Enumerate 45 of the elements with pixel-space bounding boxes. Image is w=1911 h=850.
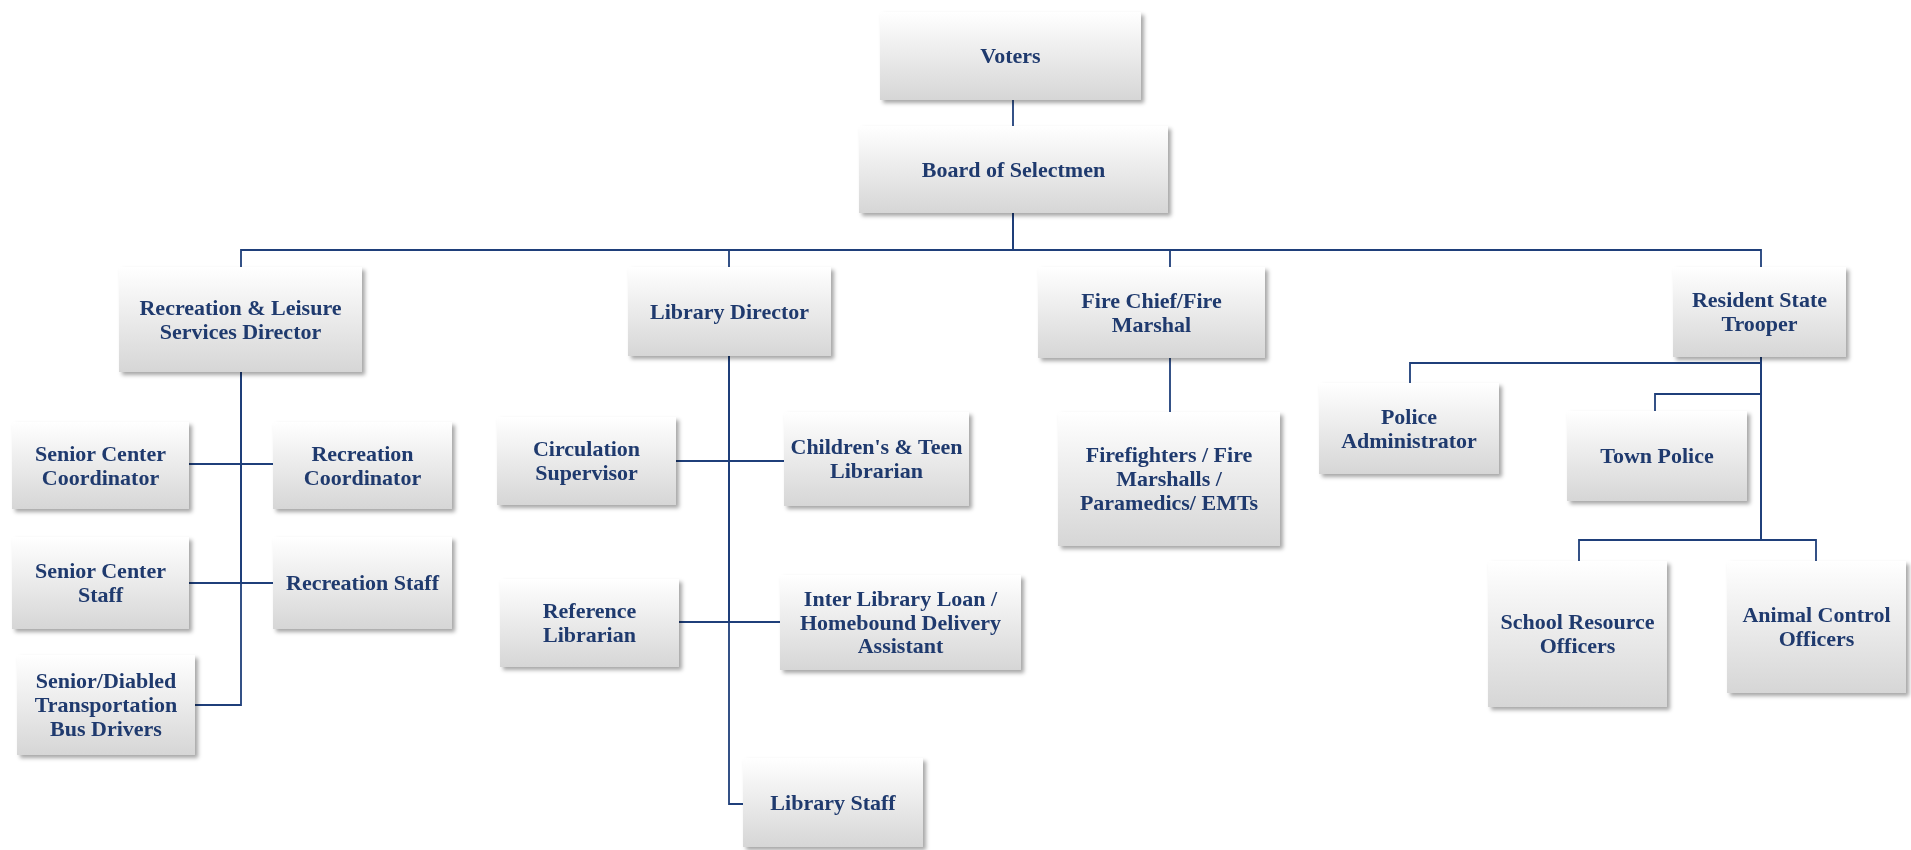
role-label: Senior/Diabled Transportation Bus Drivers: [33, 669, 179, 741]
org-box: [12, 422, 189, 509]
role-label: Circulation Supervisor: [531, 437, 642, 485]
org-box: [1058, 412, 1280, 546]
role-label: Inter Library Loan / Homebound Delivery Assistant: [798, 586, 1003, 659]
org-box: [628, 267, 831, 356]
org-box: [119, 267, 362, 372]
role-label: Animal Control Officers: [1741, 603, 1892, 651]
org-box: [12, 537, 189, 629]
org-box: [273, 422, 452, 509]
org-box: [17, 655, 195, 755]
role-label: Library Director: [649, 299, 809, 324]
org-box: [1567, 411, 1747, 501]
role-label: Voters: [980, 44, 1041, 68]
org-box: [780, 575, 1021, 670]
connector-line: [1012, 99, 1014, 127]
org-box: [273, 537, 452, 629]
role-label: Senior Center Coordinator: [34, 441, 167, 490]
org-box: [784, 412, 969, 506]
org-box: [1488, 561, 1667, 707]
org-box: [859, 126, 1168, 213]
role-label: Resident State Trooper: [1690, 288, 1828, 336]
role-label: Senior Center Staff: [34, 559, 167, 607]
role-label: Recreation & Leisure Services Director: [138, 295, 343, 344]
role-label: Children's & Teen Librarian: [790, 435, 963, 483]
org-box: [1319, 383, 1499, 474]
role-label: Fire Chief/Fire Marshal: [1080, 288, 1223, 337]
role-label: Firefighters / Fire Marshalls / Paramedics/ EMTs: [1078, 443, 1260, 515]
org-box: [1673, 267, 1846, 357]
role-label: School Resource Officers: [1499, 610, 1656, 658]
role-label: Board of Selectmen: [921, 157, 1106, 182]
org-box: [500, 579, 679, 667]
org-box: [1727, 561, 1906, 693]
org-box: [497, 417, 676, 505]
connector-line: [1169, 357, 1171, 413]
role-label: Police Administrator: [1340, 404, 1478, 453]
role-label: Town Police: [1600, 444, 1714, 468]
connector-line: [1760, 356, 1817, 562]
org-box: [880, 12, 1141, 100]
role-label: Reference Librarian: [541, 599, 638, 647]
org-box: [743, 758, 923, 847]
org-box: [1038, 267, 1265, 358]
role-label: Recreation Staff: [286, 571, 439, 595]
role-label: Recreation Coordinator: [302, 441, 423, 490]
role-label: Library Staff: [770, 790, 896, 815]
